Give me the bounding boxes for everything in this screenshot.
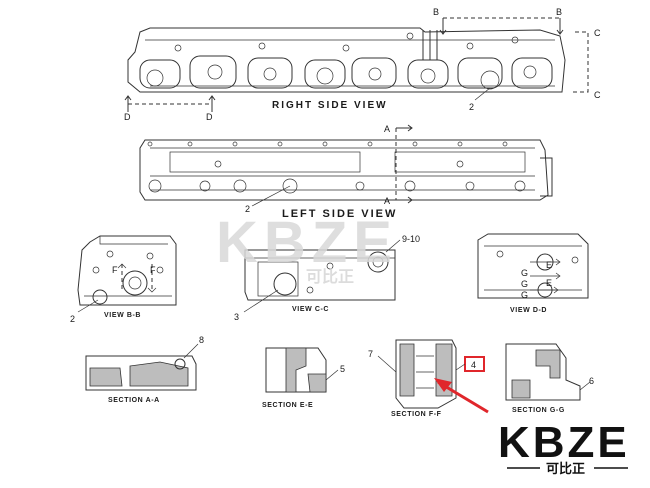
view-cc-title: VIEW C-C: [292, 306, 329, 313]
section-g-top-label: G: [521, 268, 528, 278]
logo-text: KBZE: [498, 418, 630, 467]
section-d-right-label: D: [206, 112, 213, 122]
right-view-callout-2: 2: [469, 102, 474, 112]
red-pointer-arrow: [434, 378, 489, 414]
view-b-b: F F 2 VIEW B-B: [70, 235, 177, 324]
left-side-view: A A 2 LEFT SIDE VIEW: [139, 124, 553, 220]
section-ff-callout-4: 4: [471, 360, 476, 370]
view-dd-title: VIEW D-D: [510, 307, 547, 314]
section-c-bottom-label: C: [594, 90, 601, 100]
view-d-d: E E G G G VIEW D-D: [477, 233, 589, 314]
kbze-watermark: KBZE 可比正: [216, 210, 398, 286]
section-f-left-label: F: [112, 265, 118, 275]
right-side-view: B B C C D D 2 RIGHT SIDE VIEW: [124, 7, 601, 122]
section-gg-callout-6: 6: [589, 376, 594, 386]
section-f-right-label: F: [150, 265, 156, 275]
section-g-bottom-label: G: [521, 290, 528, 300]
view-cc-callout-9-10: 9-10: [402, 234, 420, 244]
section-f-f: 7 4 SECTION F-F: [368, 339, 489, 418]
kbze-logo: KBZE 可比正: [498, 418, 630, 476]
left-view-callout-2: 2: [245, 204, 250, 214]
section-gg-title: SECTION G-G: [512, 407, 565, 414]
watermark-text: KBZE: [216, 210, 398, 275]
section-b-right-label: B: [556, 7, 562, 17]
view-c-c: 9-10 3 VIEW C-C: [234, 234, 420, 322]
right-side-view-title: RIGHT SIDE VIEW: [272, 100, 388, 111]
section-ff-title: SECTION F-F: [391, 411, 442, 418]
section-e-e: 5 SECTION E-E: [262, 347, 345, 409]
section-e-bottom-label: E: [546, 278, 552, 288]
section-a-bottom-label: A: [384, 196, 390, 206]
section-ee-callout-5: 5: [340, 364, 345, 374]
section-a-top-label: A: [384, 124, 390, 134]
section-c-top-label: C: [594, 28, 601, 38]
section-aa-title: SECTION A-A: [108, 397, 160, 404]
section-a-a: 8 SECTION A-A: [85, 335, 204, 404]
left-side-view-title: LEFT SIDE VIEW: [282, 208, 397, 220]
logo-subtext: 可比正: [546, 461, 585, 476]
view-bb-title: VIEW B-B: [104, 312, 141, 319]
watermark-subtext: 可比正: [306, 268, 354, 286]
section-ee-title: SECTION E-E: [262, 402, 313, 409]
section-b-left-label: B: [433, 7, 439, 17]
section-d-left-label: D: [124, 112, 131, 122]
section-e-top-label: E: [546, 260, 552, 270]
section-g-mid-label: G: [521, 279, 528, 289]
view-cc-callout-3: 3: [234, 312, 239, 322]
section-aa-callout-8: 8: [199, 335, 204, 345]
view-bb-callout-2: 2: [70, 314, 75, 324]
section-ff-callout-7: 7: [368, 349, 373, 359]
section-g-g: 6 SECTION G-G: [505, 343, 594, 414]
